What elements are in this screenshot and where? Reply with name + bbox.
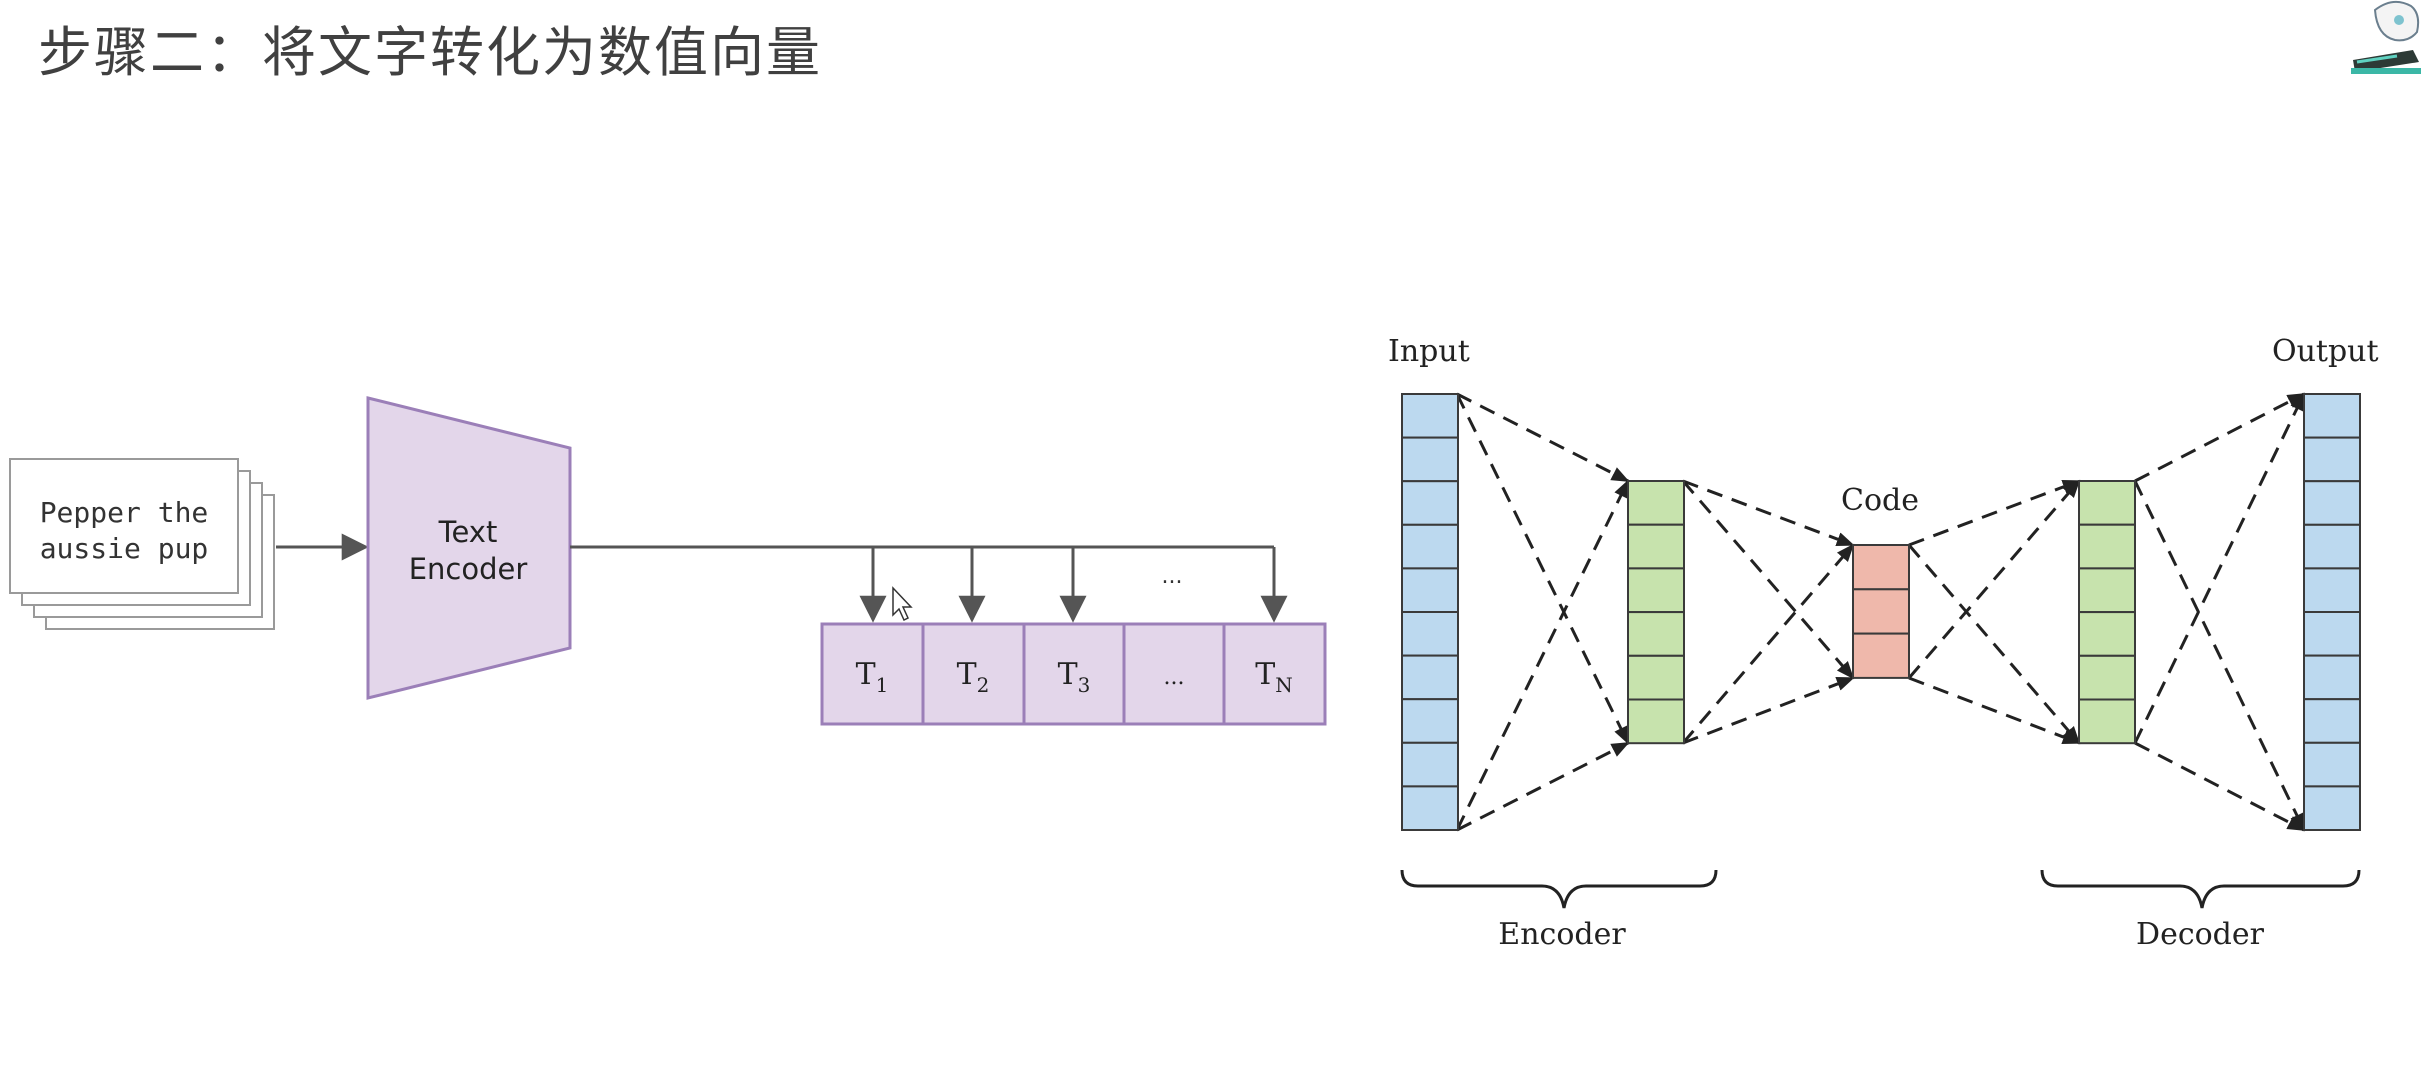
token-box bbox=[1022, 622, 1126, 726]
output-layer bbox=[2303, 393, 2361, 832]
input-text-line1: Pepper the bbox=[40, 496, 209, 529]
layer-cell bbox=[2078, 523, 2136, 570]
top-ellipsis: ... bbox=[1162, 564, 1183, 589]
layer-cell bbox=[2303, 611, 2361, 657]
layer-cell bbox=[1627, 523, 1685, 570]
token-label-1: T1 bbox=[856, 657, 889, 697]
layer-cell bbox=[2303, 567, 2361, 614]
layer-cell bbox=[2078, 654, 2136, 701]
layer-cell bbox=[1401, 523, 1459, 570]
layer-cell bbox=[2303, 523, 2361, 570]
layer-cell bbox=[2303, 436, 2361, 483]
layer-cell bbox=[1401, 785, 1459, 832]
layer-cell bbox=[2303, 480, 2361, 526]
layer-cell bbox=[2078, 698, 2136, 745]
layer-cell bbox=[2303, 741, 2361, 788]
encoder-label-line1: Text bbox=[438, 515, 498, 549]
autoencoder-layers bbox=[1401, 393, 2361, 832]
layer-cell bbox=[1852, 588, 1910, 635]
layer-cell bbox=[1401, 611, 1459, 657]
layer-cell bbox=[1627, 611, 1685, 657]
token-box bbox=[820, 622, 925, 726]
layer-cell bbox=[2303, 654, 2361, 701]
layer-cell bbox=[1401, 436, 1459, 483]
token-label-ellipsis: ... bbox=[1164, 665, 1185, 690]
input-layer bbox=[1401, 393, 1459, 832]
page-title: 步骤二：将文字转化为数值向量 bbox=[38, 21, 822, 84]
mascot-icon bbox=[2351, 0, 2421, 74]
encoder-label: Encoder bbox=[1498, 917, 1626, 952]
token-row: T1 T2 T3 ... TN bbox=[820, 622, 1327, 726]
encoder-brace bbox=[1400, 869, 1718, 909]
text-encoder-block bbox=[366, 396, 572, 700]
layer-cell bbox=[1401, 698, 1459, 744]
layer-cell bbox=[1401, 393, 1459, 439]
layer-cell bbox=[1401, 567, 1459, 614]
token-label-2: T2 bbox=[957, 657, 990, 697]
encoder-label-line2: Encoder bbox=[409, 552, 528, 586]
decoder-brace bbox=[2040, 869, 2361, 909]
code-label: Code bbox=[1841, 483, 1919, 518]
text-encoder-diagram: Pepper the aussie pup Text Encoder ... T… bbox=[9, 396, 1327, 726]
layer-cell bbox=[1627, 567, 1685, 614]
layer-cell bbox=[1852, 632, 1910, 679]
token-box bbox=[921, 622, 1026, 726]
layer-cell bbox=[2078, 611, 2136, 657]
input-text-line2: aussie pup bbox=[40, 532, 209, 565]
layer-cell bbox=[2303, 698, 2361, 744]
autoencoder-diagram: Input Output Code bbox=[1388, 334, 2379, 952]
layer-cell bbox=[1401, 741, 1459, 788]
mouse-cursor-icon bbox=[892, 586, 913, 622]
output-label: Output bbox=[2272, 334, 2379, 369]
decoder-hidden-layer bbox=[2078, 480, 2136, 745]
connection-lines bbox=[1455, 392, 2306, 832]
encoder-hidden-layer bbox=[1627, 480, 1685, 745]
decoder-label: Decoder bbox=[2136, 917, 2265, 952]
layer-cell bbox=[1627, 698, 1685, 745]
token-label-3: T3 bbox=[1058, 657, 1091, 697]
layer-cell bbox=[1627, 654, 1685, 701]
layer-cell bbox=[1401, 480, 1459, 526]
layer-cell bbox=[2303, 393, 2361, 439]
layer-cell bbox=[2303, 785, 2361, 832]
layer-cell bbox=[1852, 544, 1910, 591]
layer-cell bbox=[2078, 567, 2136, 614]
input-document-stack: Pepper the aussie pup bbox=[9, 458, 275, 630]
token-label-n: TN bbox=[1255, 657, 1293, 697]
token-box bbox=[1222, 622, 1327, 726]
input-label: Input bbox=[1388, 334, 1470, 369]
layer-cell bbox=[2078, 480, 2136, 526]
code-layer bbox=[1852, 544, 1910, 679]
layer-cell bbox=[1401, 654, 1459, 701]
layer-cell bbox=[1627, 480, 1685, 526]
